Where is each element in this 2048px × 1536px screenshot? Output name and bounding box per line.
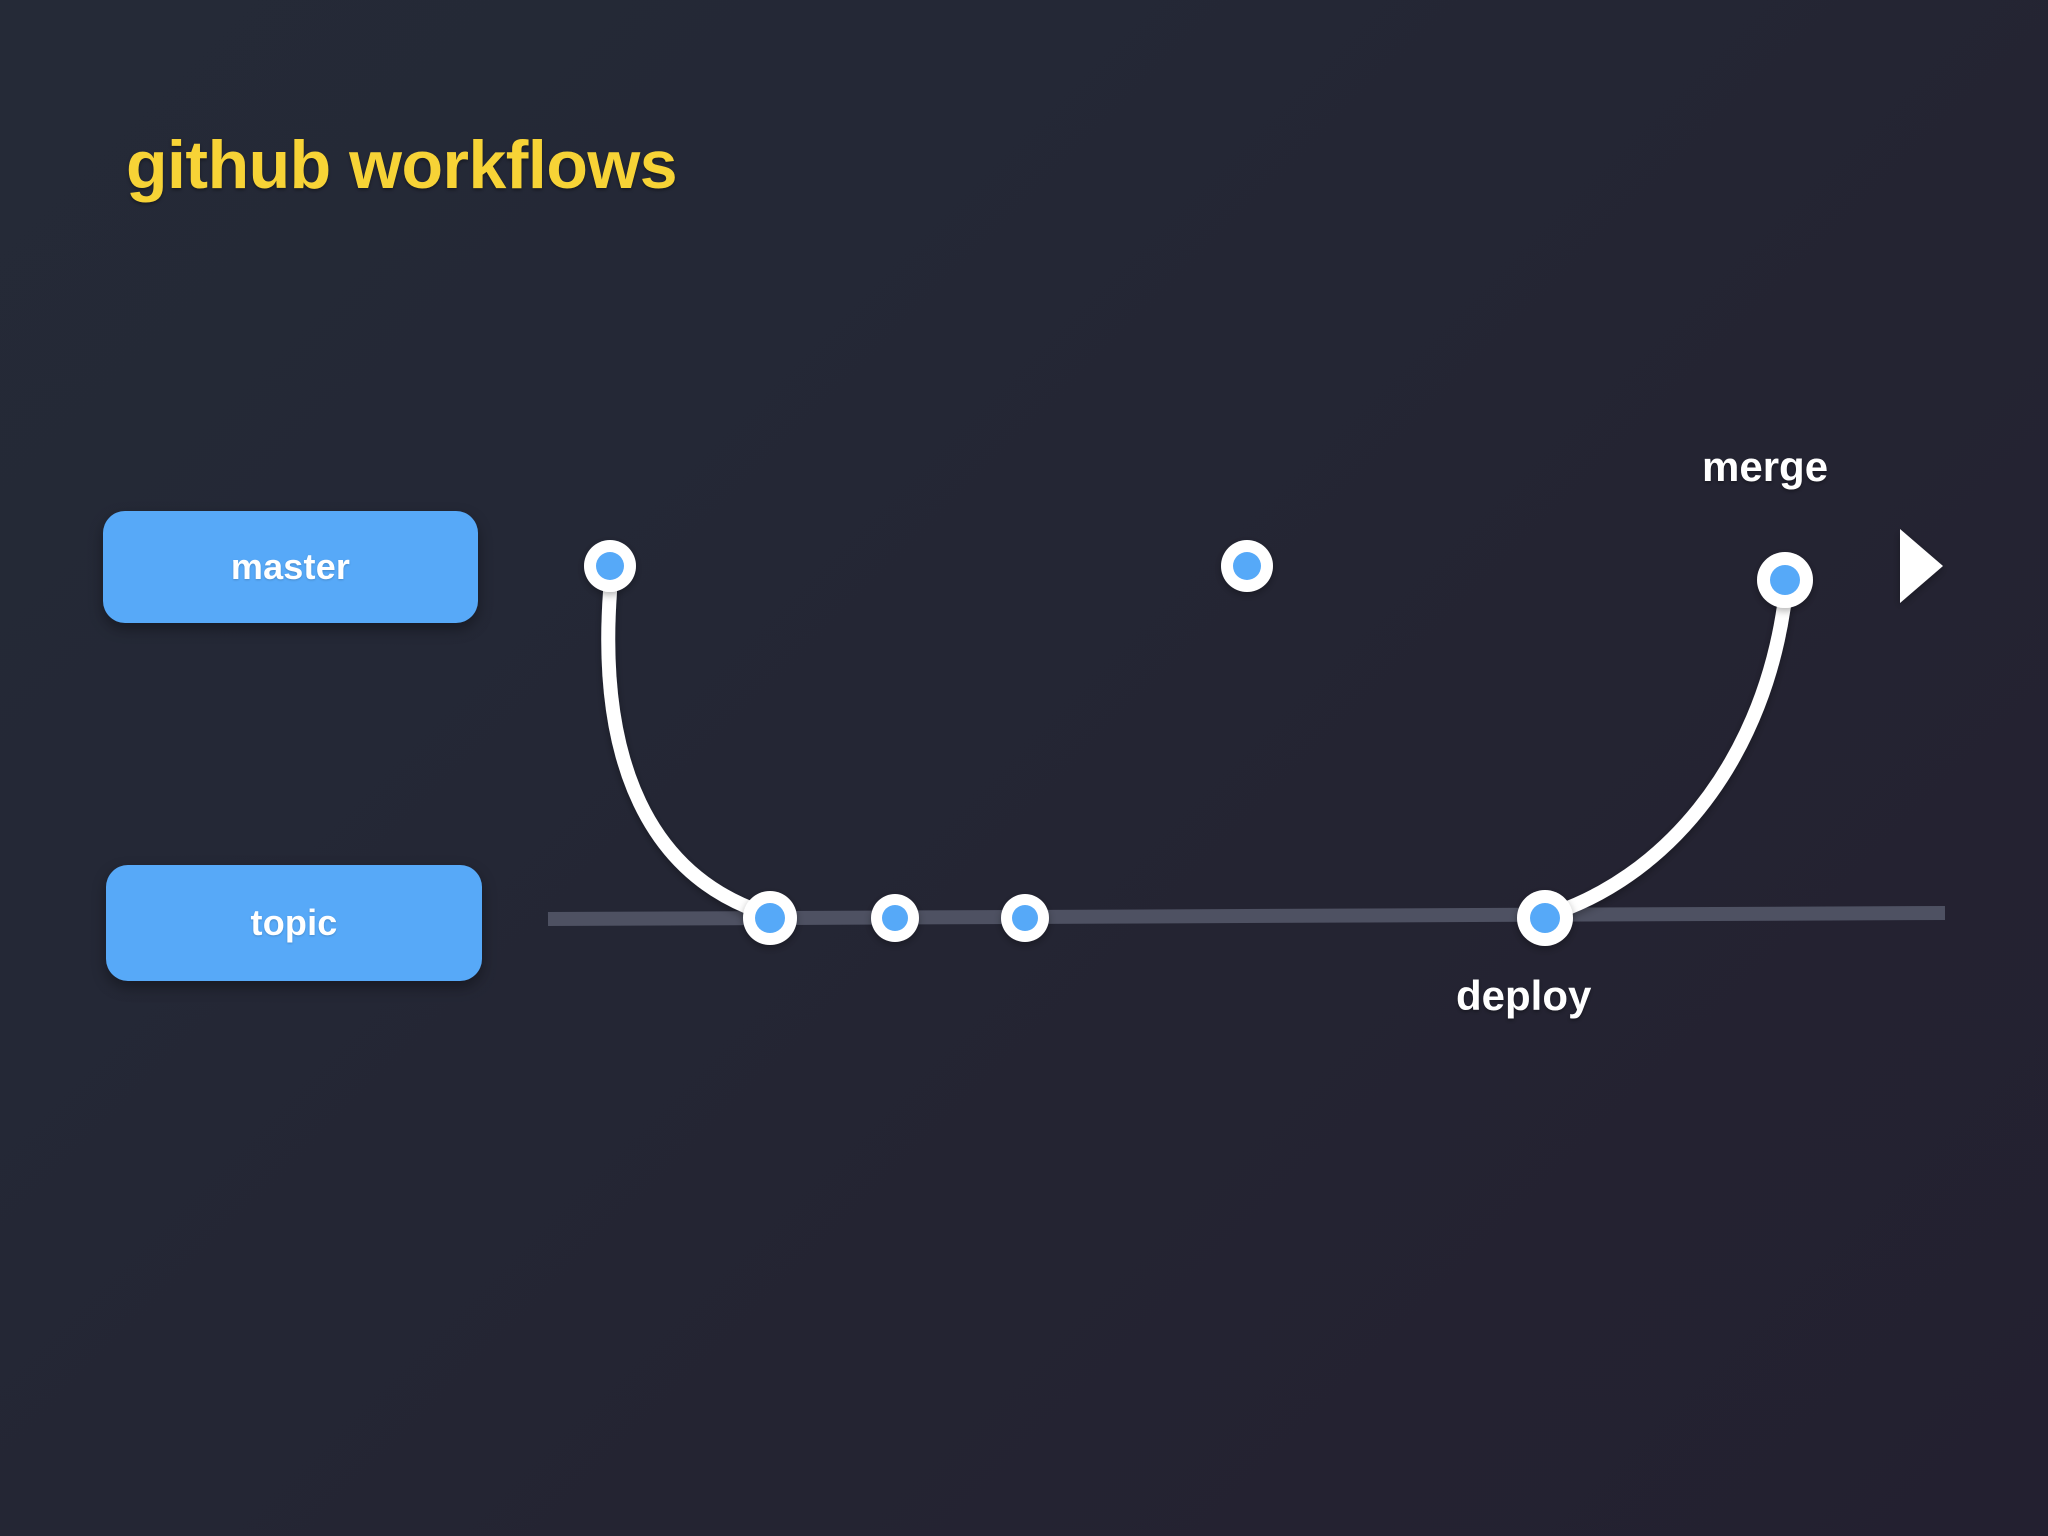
- commit-node-topic-3[interactable]: [1001, 894, 1049, 942]
- branch-pill-topic[interactable]: topic: [106, 865, 482, 981]
- branch-pill-master[interactable]: master: [103, 511, 478, 623]
- annotation-deploy: deploy: [1456, 972, 1592, 1019]
- merge-edge: [1541, 599, 1791, 922]
- branch-off-edge: [601, 585, 777, 922]
- commit-node-deploy[interactable]: [1517, 890, 1573, 946]
- branch-pill-topic-label: topic: [250, 902, 338, 943]
- commit-node-topic-2[interactable]: [871, 894, 919, 942]
- commit-node-master-1[interactable]: [584, 540, 636, 592]
- master-branch-arrow-icon: [1900, 529, 1943, 603]
- commit-node-merge[interactable]: [1757, 552, 1813, 608]
- page-title: github workflows: [126, 127, 678, 203]
- branch-pill-master-label: master: [230, 546, 351, 587]
- commit-node-master-2[interactable]: [1221, 540, 1273, 592]
- commit-node-topic-1[interactable]: [743, 891, 797, 945]
- annotation-merge: merge: [1702, 443, 1829, 490]
